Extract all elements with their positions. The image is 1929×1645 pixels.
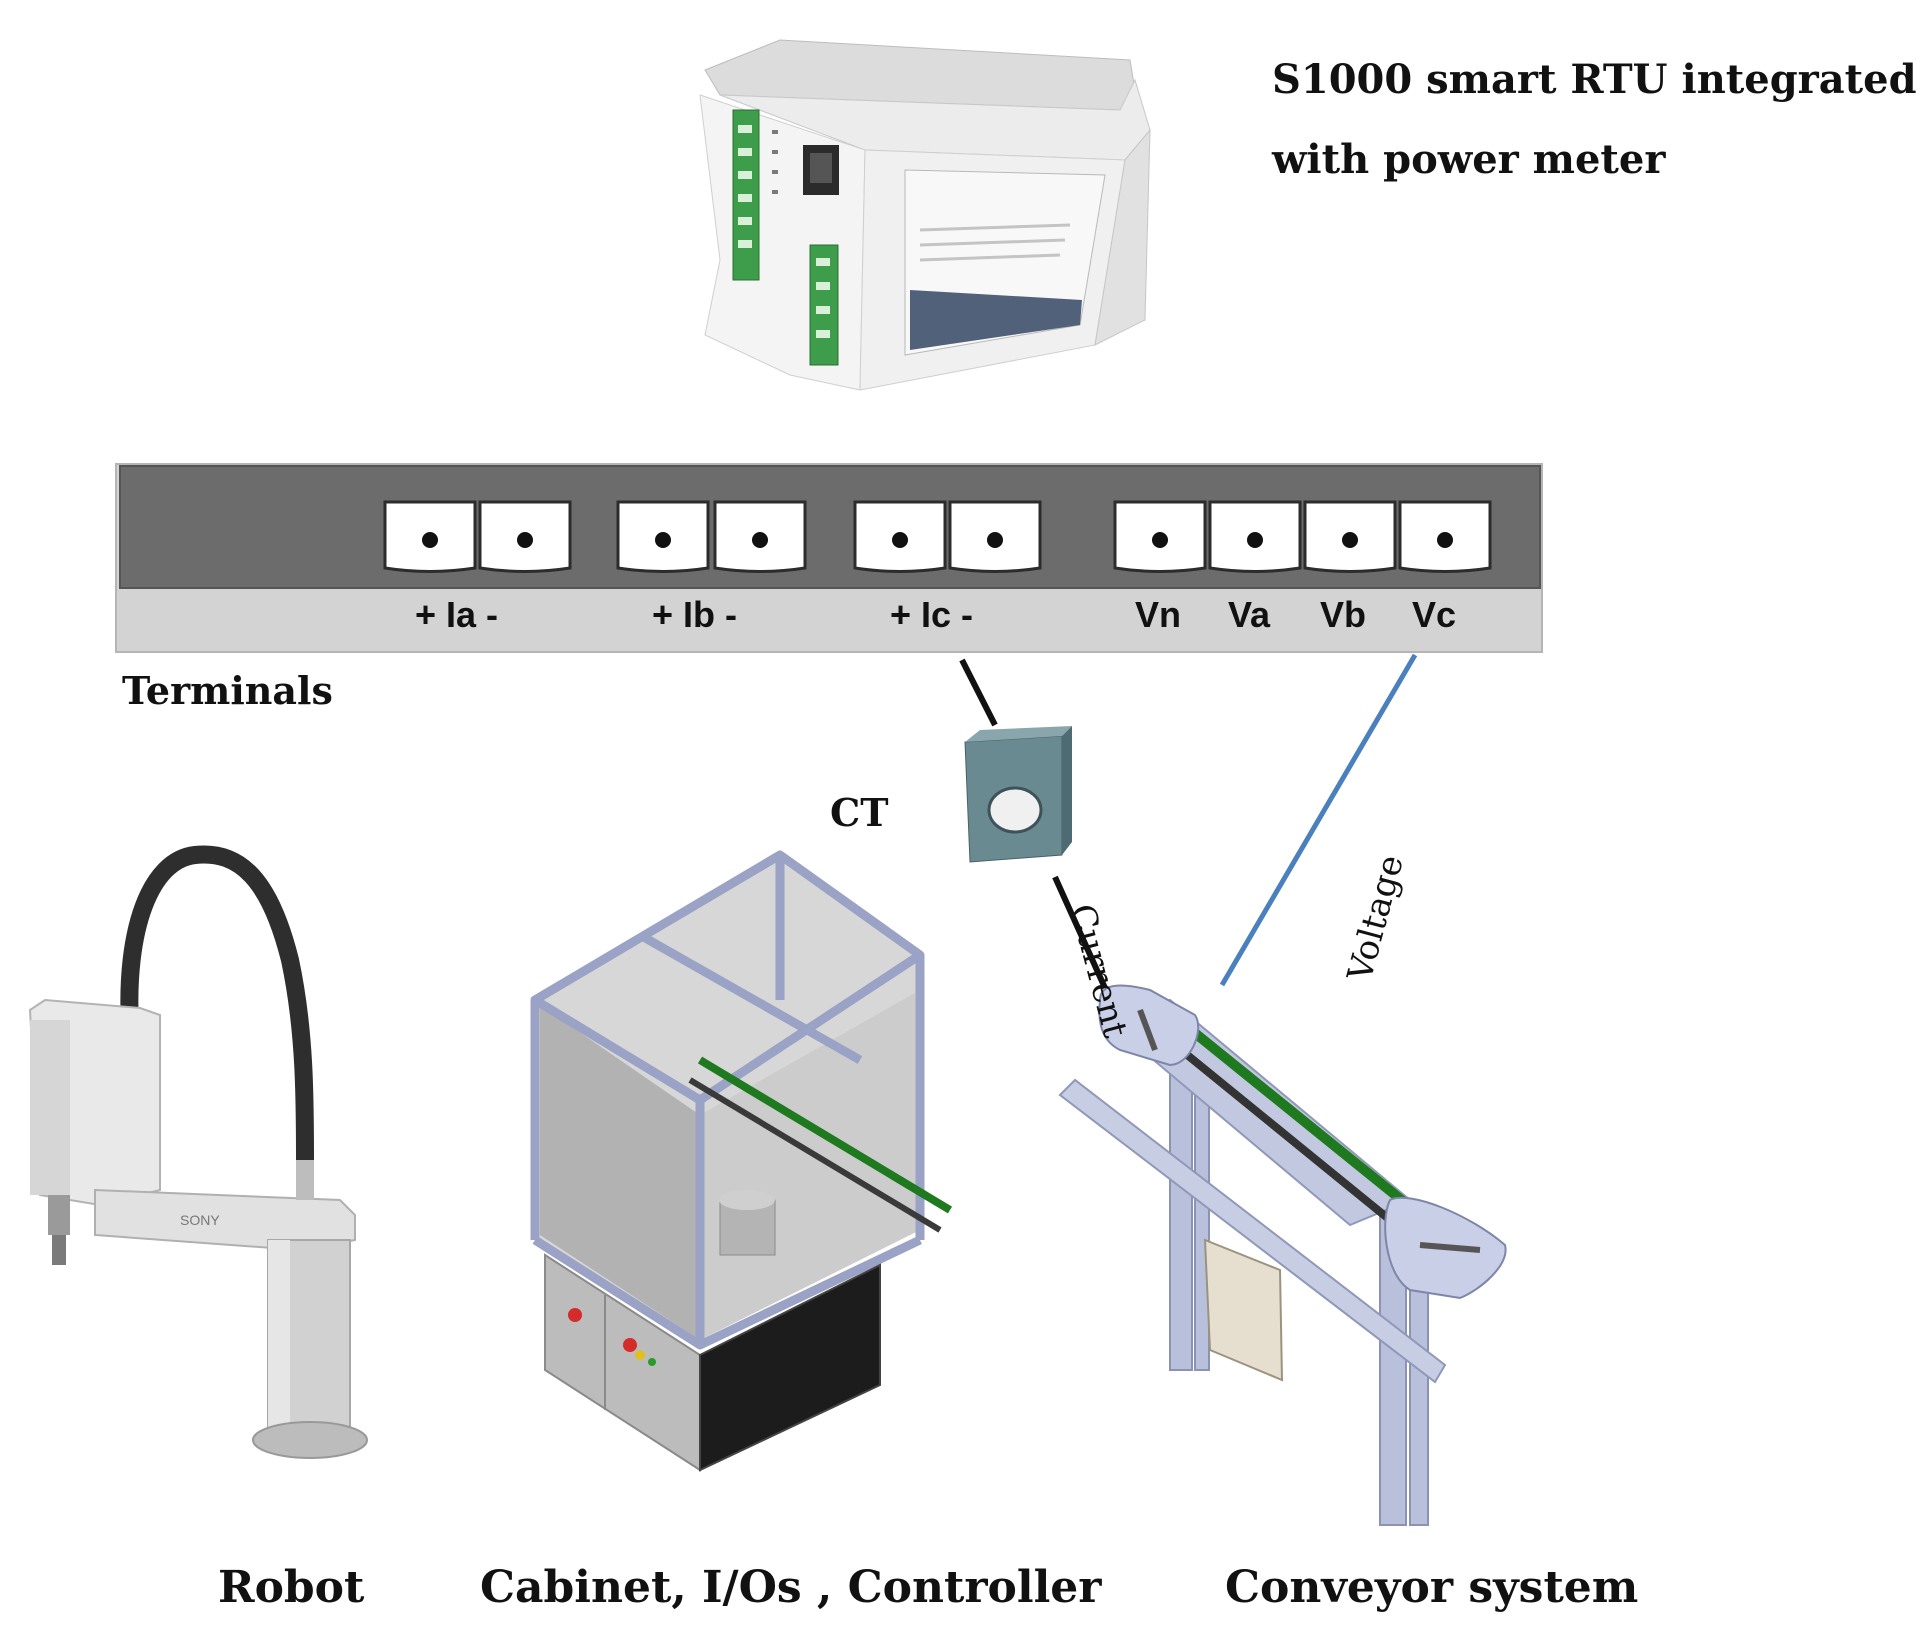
- rtu-title-line2: with power meter: [1272, 136, 1666, 183]
- terminal-screw-ib-minus: [752, 532, 768, 548]
- robot-image: SONY: [28, 845, 368, 1459]
- terminal-screw-va: [1247, 532, 1263, 548]
- rtu-device: [699, 39, 1151, 391]
- terminal-bar: [115, 463, 1543, 653]
- terminal-label-ib: + Ib -: [652, 594, 738, 635]
- terminal-screw-ic-plus: [892, 532, 908, 548]
- cabinet-label: Cabinet, I/Os , Controller: [480, 1562, 1102, 1613]
- ct-sensor: [964, 726, 1072, 863]
- rtu-title-line1: S1000 smart RTU integrated: [1272, 56, 1917, 103]
- ct-label: CT: [830, 790, 889, 835]
- conveyor-label: Conveyor system: [1225, 1562, 1639, 1613]
- terminal-label-vb: Vb: [1320, 594, 1367, 635]
- terminal-label-ic: + Ic -: [890, 594, 974, 635]
- terminal-label-ia: + Ia -: [415, 594, 499, 635]
- conveyor-image: [1058, 984, 1507, 1526]
- voltage-wire: [1219, 653, 1418, 987]
- terminal-screw-ic-minus: [987, 532, 1003, 548]
- terminal-label-vn: Vn: [1135, 594, 1182, 635]
- terminal-label-va: Va: [1228, 594, 1271, 635]
- current-wire-upper: [959, 658, 998, 727]
- robot-brand: SONY: [180, 1212, 220, 1228]
- terminal-screw-vn: [1152, 532, 1168, 548]
- terminal-sockets: [383, 500, 1492, 573]
- terminal-screw-ia-minus: [517, 532, 533, 548]
- terminal-screw-ia-plus: [422, 532, 438, 548]
- current-wire-lower: [1052, 875, 1108, 990]
- terminals-label: Terminals: [122, 668, 333, 713]
- cabinet-image: [530, 850, 953, 1472]
- terminal-screw-vb: [1342, 532, 1358, 548]
- robot-label: Robot: [218, 1562, 365, 1613]
- terminal-label-vc: Vc: [1412, 594, 1457, 635]
- terminal-screw-vc: [1437, 532, 1453, 548]
- terminal-screw-ib-plus: [655, 532, 671, 548]
